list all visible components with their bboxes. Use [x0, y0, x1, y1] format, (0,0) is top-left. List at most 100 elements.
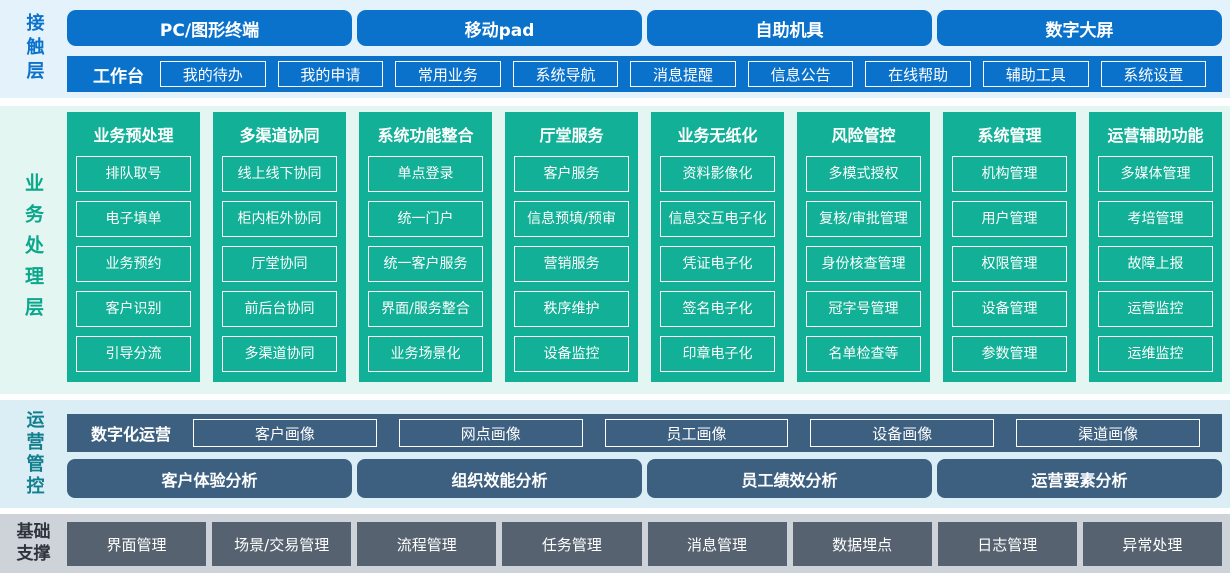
foundation-button-ui[interactable]: 界面管理 [67, 522, 207, 566]
business-item-button[interactable]: 线上线下协同 [222, 156, 337, 192]
workbench-item-help[interactable]: 在线帮助 [865, 61, 971, 87]
business-item-button[interactable]: 多模式授权 [806, 156, 921, 192]
business-item-button[interactable]: 设备管理 [952, 291, 1067, 327]
workbench-item-frequent[interactable]: 常用业务 [395, 61, 501, 87]
business-item-button[interactable]: 运营监控 [1098, 291, 1213, 327]
business-column-opsaux: 运营辅助功能 多媒体管理 考培管理 故障上报 运营监控 运维监控 [1089, 112, 1222, 382]
foundation-button-message[interactable]: 消息管理 [647, 522, 787, 566]
workbench-item-reminders[interactable]: 消息提醒 [630, 61, 736, 87]
business-columns: 业务预处理 排队取号 电子填单 业务预约 客户识别 引导分流 多渠道协同 线上线… [67, 106, 1230, 394]
business-item-button[interactable]: 参数管理 [952, 336, 1067, 372]
analysis-button-customer-experience[interactable]: 客户体验分析 [67, 459, 352, 498]
business-item-button[interactable]: 身份核查管理 [806, 246, 921, 282]
business-item-button[interactable]: 多媒体管理 [1098, 156, 1213, 192]
business-item-button[interactable]: 信息交互电子化 [660, 201, 775, 237]
business-item-button[interactable]: 业务场景化 [368, 336, 483, 372]
foundation-button-process[interactable]: 流程管理 [357, 522, 497, 566]
business-item-button[interactable]: 客户识别 [76, 291, 191, 327]
business-item-button[interactable]: 统一门户 [368, 201, 483, 237]
business-column-risk: 风险管控 多模式授权 复核/审批管理 身份核查管理 冠字号管理 名单检查等 [797, 112, 930, 382]
business-item-button[interactable]: 营销服务 [514, 246, 629, 282]
business-item-button[interactable]: 统一客户服务 [368, 246, 483, 282]
business-item-button[interactable]: 引导分流 [76, 336, 191, 372]
business-column-paperless: 业务无纸化 资料影像化 信息交互电子化 凭证电子化 签名电子化 印章电子化 [651, 112, 784, 382]
foundation-button-task[interactable]: 任务管理 [502, 522, 642, 566]
business-item-button[interactable]: 资料影像化 [660, 156, 775, 192]
workbench-item-navigation[interactable]: 系统导航 [512, 61, 619, 87]
analysis-button-employee-performance[interactable]: 员工绩效分析 [647, 459, 932, 498]
foundation-layer-label-col: 基础支撑 [0, 514, 67, 573]
business-item-button[interactable]: 权限管理 [952, 246, 1067, 282]
foundation-button-scene-transaction[interactable]: 场景/交易管理 [212, 522, 352, 566]
business-column-multichannel: 多渠道协同 线上线下协同 柜内柜外协同 厅堂协同 前后台协同 多渠道协同 [213, 112, 346, 382]
business-item-button[interactable]: 冠字号管理 [806, 291, 921, 327]
workbench-items: 我的待办 我的申请 常用业务 系统导航 消息提醒 信息公告 在线帮助 辅助工具 … [160, 61, 1207, 87]
profile-button-employee[interactable]: 员工画像 [604, 419, 789, 447]
business-layer: 业务处理层 业务预处理 排队取号 电子填单 业务预约 客户识别 引导分流 多渠道… [0, 106, 1230, 394]
business-item-button[interactable]: 多渠道协同 [222, 336, 337, 372]
business-column-title: 风险管控 [831, 126, 896, 145]
business-column-sysadmin: 系统管理 机构管理 用户管理 权限管理 设备管理 参数管理 [943, 112, 1076, 382]
workbench-item-tools[interactable]: 辅助工具 [982, 61, 1089, 87]
contact-layer-label-col: 接触层 [0, 0, 67, 98]
foundation-button-exception[interactable]: 异常处理 [1082, 522, 1222, 566]
foundation-layer-label: 基础支撑 [16, 522, 51, 564]
profile-button-customer[interactable]: 客户画像 [193, 419, 377, 447]
analysis-button-org-efficiency[interactable]: 组织效能分析 [357, 459, 642, 498]
business-item-button[interactable]: 设备监控 [514, 336, 629, 372]
business-item-button[interactable]: 信息预填/预审 [514, 201, 629, 237]
business-item-button[interactable]: 厅堂协同 [222, 246, 337, 282]
business-column-title: 运营辅助功能 [1107, 126, 1204, 145]
business-layer-label-col: 业务处理层 [0, 106, 67, 394]
contact-layer-label: 接触层 [23, 13, 45, 85]
business-column-integration: 系统功能整合 单点登录 统一门户 统一客户服务 界面/服务整合 业务场景化 [359, 112, 492, 382]
business-item-button[interactable]: 秩序维护 [514, 291, 629, 327]
business-item-button[interactable]: 界面/服务整合 [368, 291, 483, 327]
business-item-button[interactable]: 复核/审批管理 [806, 201, 921, 237]
profile-button-channel[interactable]: 渠道画像 [1016, 419, 1200, 447]
analysis-button-operation-factors[interactable]: 运营要素分析 [937, 459, 1222, 498]
analysis-row: 客户体验分析 组织效能分析 员工绩效分析 运营要素分析 [67, 459, 1222, 498]
foundation-button-data-tracking[interactable]: 数据埋点 [792, 522, 932, 566]
business-column-lobby: 厅堂服务 客户服务 信息预填/预审 营销服务 秩序维护 设备监控 [505, 112, 638, 382]
business-column-title: 业务预处理 [93, 126, 174, 145]
business-item-button[interactable]: 业务预约 [76, 246, 191, 282]
workbench-item-todo[interactable]: 我的待办 [160, 61, 266, 87]
contact-layer-content: PC/图形终端 移动pad 自助机具 数字大屏 工作台 我的待办 我的申请 常用… [67, 0, 1230, 98]
terminal-button-pad[interactable]: 移动pad [357, 10, 642, 46]
profile-button-device[interactable]: 设备画像 [810, 419, 995, 447]
workbench-item-settings[interactable]: 系统设置 [1100, 61, 1207, 87]
foundation-row: 界面管理 场景/交易管理 流程管理 任务管理 消息管理 数据埋点 日志管理 异常… [67, 514, 1230, 573]
business-item-button[interactable]: 柜内柜外协同 [222, 201, 337, 237]
business-column-title: 系统管理 [977, 126, 1042, 145]
business-item-button[interactable]: 签名电子化 [660, 291, 775, 327]
business-item-button[interactable]: 故障上报 [1098, 246, 1213, 282]
business-item-button[interactable]: 名单检查等 [806, 336, 921, 372]
foundation-layer: 基础支撑 界面管理 场景/交易管理 流程管理 任务管理 消息管理 数据埋点 日志… [0, 514, 1230, 573]
business-layer-label: 业务处理层 [22, 172, 44, 328]
profile-button-branch[interactable]: 网点画像 [398, 419, 583, 447]
business-item-button[interactable]: 印章电子化 [660, 336, 775, 372]
business-column-title: 系统功能整合 [377, 126, 474, 145]
business-item-button[interactable]: 凭证电子化 [660, 246, 775, 282]
business-item-button[interactable]: 机构管理 [952, 156, 1067, 192]
business-item-button[interactable]: 用户管理 [952, 201, 1067, 237]
terminal-button-selfservice[interactable]: 自助机具 [647, 10, 932, 46]
business-item-button[interactable]: 运维监控 [1098, 336, 1213, 372]
workbench-item-applications[interactable]: 我的申请 [277, 61, 384, 87]
terminal-button-bigscreen[interactable]: 数字大屏 [937, 10, 1222, 46]
contact-layer: 接触层 PC/图形终端 移动pad 自助机具 数字大屏 工作台 我的待办 我的申… [0, 0, 1230, 98]
business-item-button[interactable]: 客户服务 [514, 156, 629, 192]
foundation-button-log[interactable]: 日志管理 [937, 522, 1077, 566]
workbench-item-announcements[interactable]: 信息公告 [747, 61, 854, 87]
operations-layer: 运营管控 数字化运营 客户画像 网点画像 员工画像 设备画像 渠道画像 客户体验… [0, 400, 1230, 508]
terminal-button-pc[interactable]: PC/图形终端 [67, 10, 352, 46]
business-item-button[interactable]: 前后台协同 [222, 291, 337, 327]
business-column-title: 业务无纸化 [677, 126, 758, 145]
business-item-button[interactable]: 电子填单 [76, 201, 191, 237]
operations-layer-label-col: 运营管控 [0, 400, 67, 508]
business-item-button[interactable]: 单点登录 [368, 156, 483, 192]
business-item-button[interactable]: 排队取号 [76, 156, 191, 192]
business-item-button[interactable]: 考培管理 [1098, 201, 1213, 237]
business-column-title: 多渠道协同 [239, 126, 320, 145]
